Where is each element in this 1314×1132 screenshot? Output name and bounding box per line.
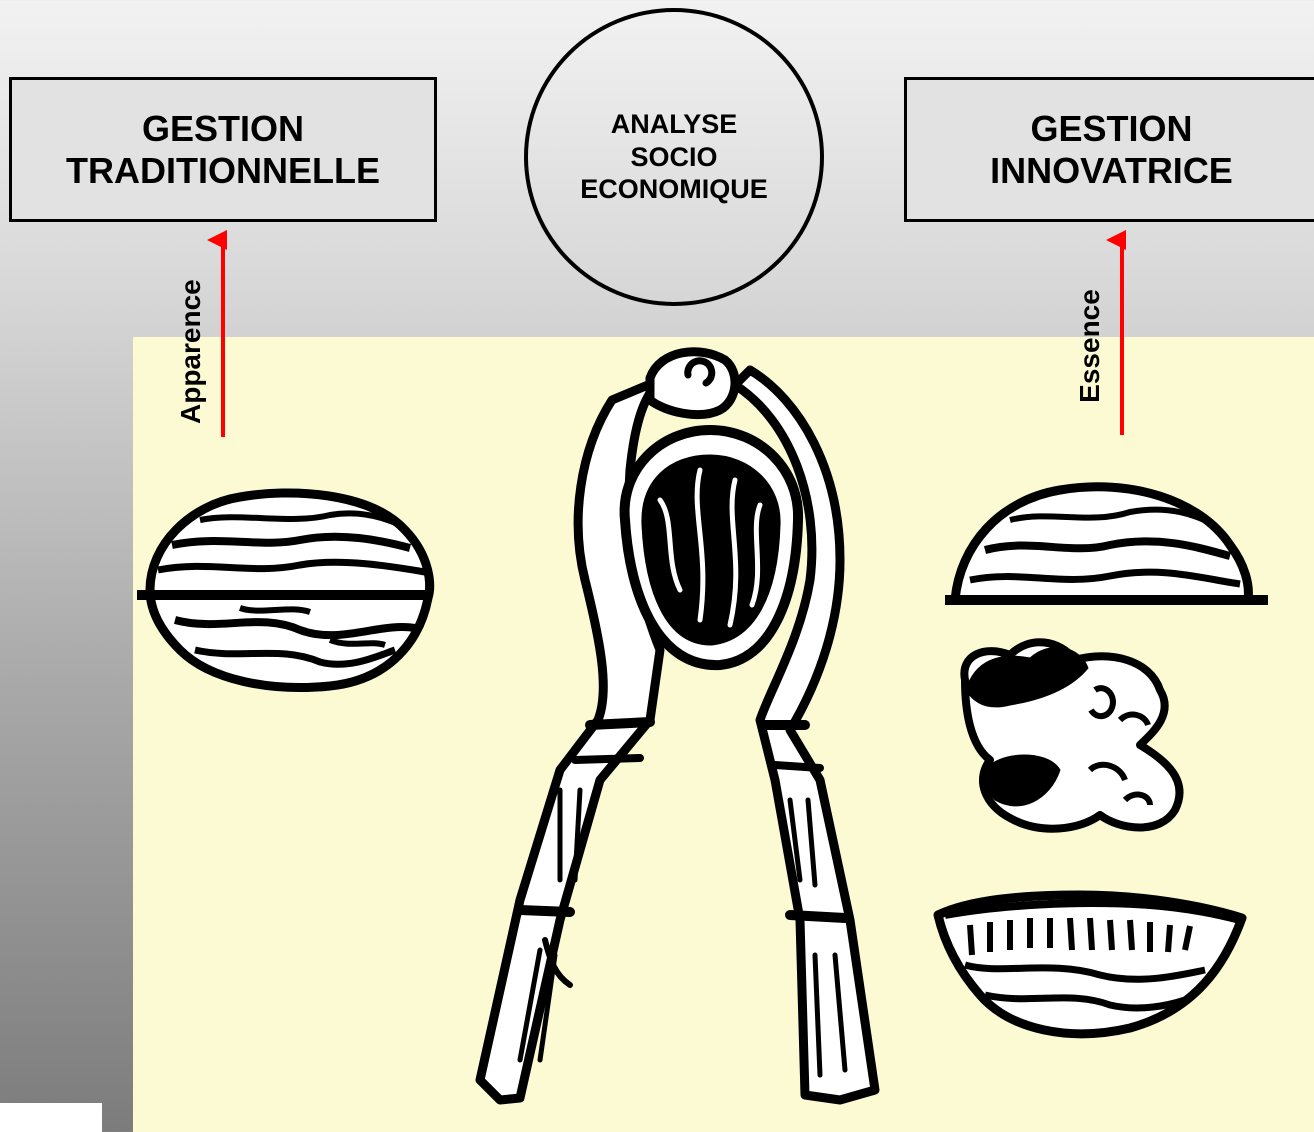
apparence-label: Apparence [175,284,209,424]
nutcracker-icon [480,352,875,1100]
walnut-bottom-half-icon [938,895,1242,1034]
walnut-top-half-icon [945,487,1268,600]
essence-label: Essence [1074,286,1108,406]
walnut-kernel-icon [964,642,1179,828]
whole-walnut-icon [137,493,432,688]
